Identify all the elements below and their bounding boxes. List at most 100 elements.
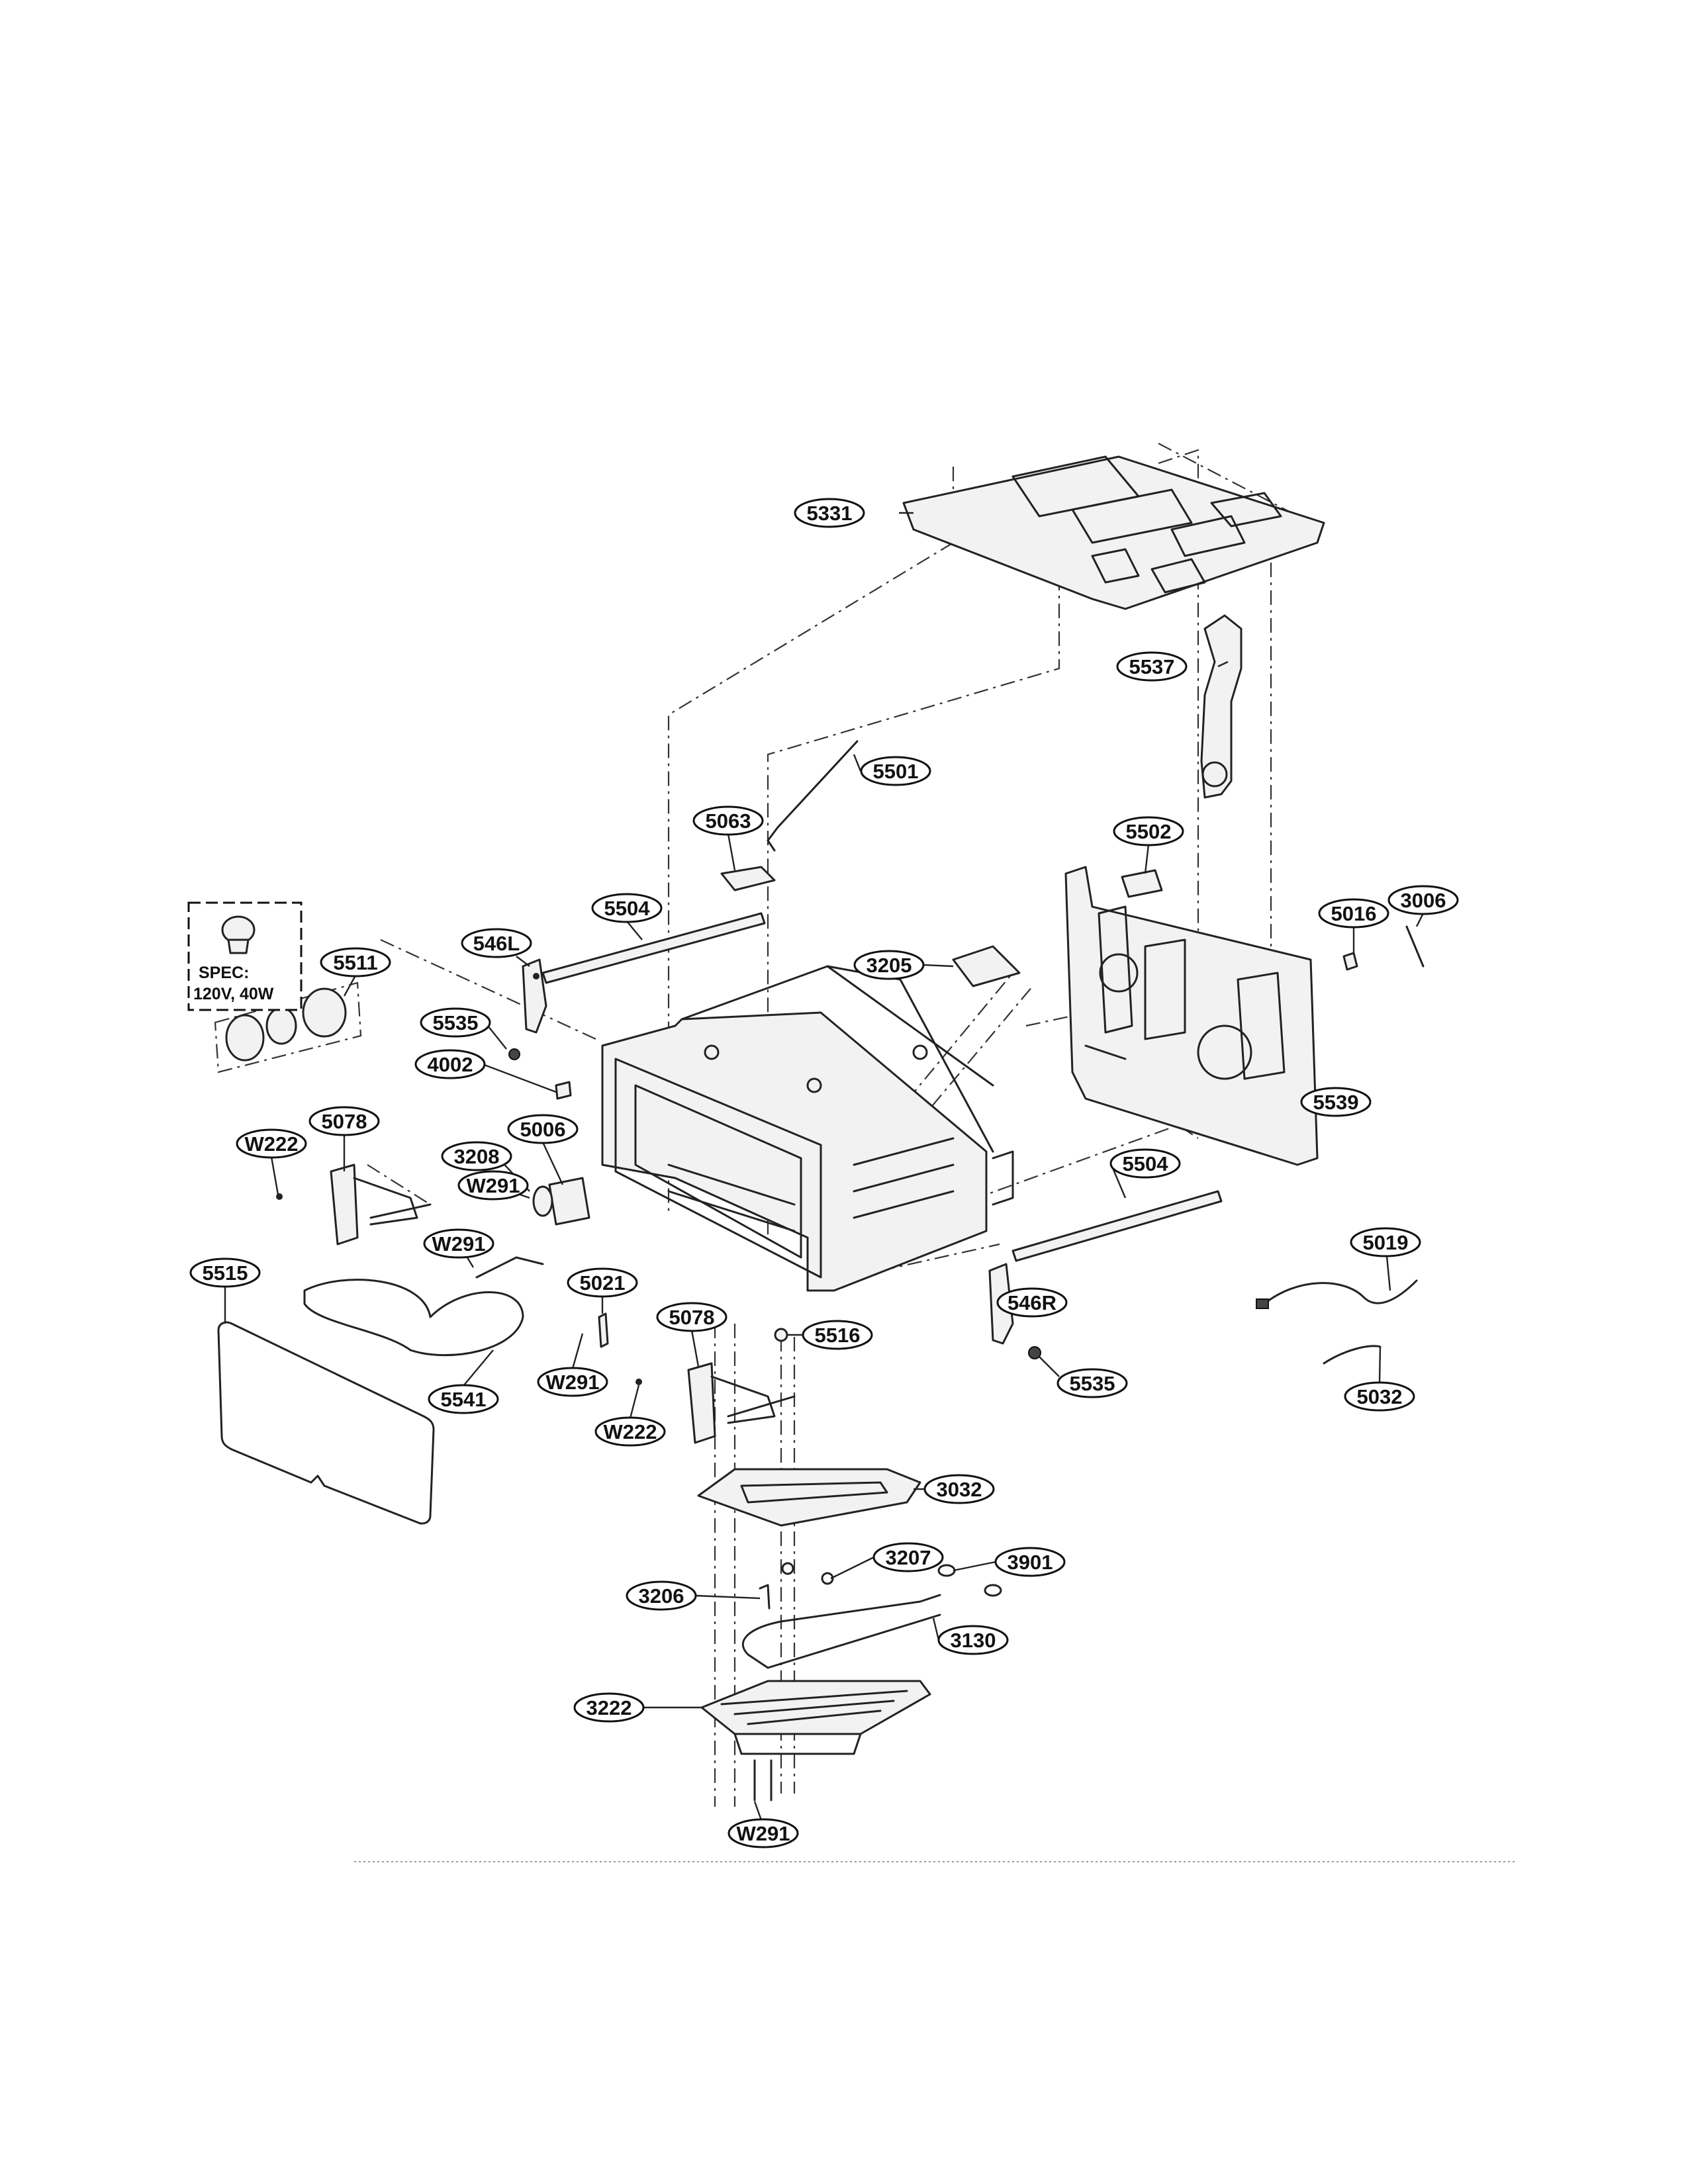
part-5537-bracket [1200,614,1243,799]
callout-5021: 5021 [567,1267,638,1298]
svg-text:W222: W222 [604,1420,657,1443]
callout-5504-upper: 5504 [591,893,663,923]
callout-546L: 546L [461,928,532,958]
part-3222-rack [700,1680,931,1755]
svg-text:3208: 3208 [454,1145,500,1168]
callout-W291-c: W291 [537,1367,608,1397]
svg-text:5331: 5331 [807,502,853,525]
callout-5504-lower: 5504 [1109,1148,1181,1179]
svg-text:3901: 3901 [1008,1551,1053,1574]
part-3006-pin [1405,925,1425,968]
svg-text:W222: W222 [245,1132,299,1156]
svg-text:5502: 5502 [1126,820,1172,843]
part-3130-bake-element [741,1594,941,1669]
svg-text:5016: 5016 [1331,902,1377,925]
part-4002 [555,1081,572,1100]
part-5511-lamp-assembly [214,981,362,1073]
svg-text:5063: 5063 [706,809,751,833]
part-546L-hinge [522,958,547,1034]
part-5032-wire [1323,1345,1382,1365]
svg-text:5504: 5504 [604,897,651,920]
svg-text:5078: 5078 [322,1110,367,1133]
callout-5032: 5032 [1344,1381,1415,1412]
callout-5078-left: 5078 [308,1106,380,1136]
spec-line-1: SPEC: [199,964,249,982]
callout-3130: 3130 [937,1625,1009,1655]
svg-text:5078: 5078 [669,1306,715,1329]
callout-labels: 5331 5537 5501 5063 5502 3006 5504 5016 … [189,498,1459,1848]
part-W222-screw-left [276,1193,283,1200]
svg-text:5504: 5504 [1123,1152,1169,1175]
svg-text:5032: 5032 [1357,1385,1403,1408]
callout-5016: 5016 [1318,898,1389,929]
callout-3032: 3032 [923,1474,995,1504]
svg-text:3032: 3032 [937,1478,982,1501]
part-3032-bake-cover [697,1468,921,1527]
part-5016 [1342,952,1358,971]
part-5535-screw-left [508,1048,520,1060]
svg-text:5537: 5537 [1129,655,1175,678]
svg-text:W291: W291 [737,1822,790,1845]
callout-5063: 5063 [692,805,764,836]
part-W222-screw-right [635,1379,642,1385]
svg-text:4002: 4002 [428,1053,473,1076]
callout-5331: 5331 [794,498,865,528]
svg-text:5535: 5535 [1070,1372,1115,1395]
callout-5006: 5006 [507,1114,579,1144]
part-3208 [532,1185,553,1217]
callout-3207: 3207 [872,1542,944,1572]
part-5515-gasket [217,1321,435,1525]
callout-3208: 3208 [441,1141,512,1171]
callout-5537: 5537 [1116,651,1188,682]
svg-text:5535: 5535 [433,1011,479,1034]
part-5541-broil-element [303,1256,544,1357]
spec-box: SPEC: 120V, 40W [187,901,303,1011]
svg-text:3205: 3205 [867,954,912,977]
spec-line-2: 120V, 40W [193,985,274,1003]
callout-W291-a: W291 [457,1170,529,1201]
callout-5515: 5515 [189,1257,261,1288]
part-5019-harness [1256,1279,1418,1309]
part-5006 [548,1177,590,1226]
callout-5516: 5516 [802,1320,873,1350]
svg-text:5006: 5006 [520,1118,566,1141]
svg-text:3222: 3222 [586,1696,632,1719]
svg-text:5515: 5515 [203,1261,248,1285]
svg-text:3207: 3207 [886,1546,931,1569]
part-5078-hinge-left [330,1163,432,1246]
callout-5078-right: 5078 [656,1302,727,1332]
callout-5511: 5511 [320,947,391,978]
svg-text:W291: W291 [432,1232,486,1255]
part-5021 [598,1312,609,1348]
svg-text:5539: 5539 [1313,1091,1359,1114]
callout-5535-left: 5535 [420,1007,491,1038]
svg-text:546L: 546L [473,932,520,955]
svg-text:3006: 3006 [1401,889,1446,912]
callout-3222: 3222 [573,1692,645,1723]
part-5501-wire [767,740,859,852]
part-5078-hinge-right [687,1362,796,1444]
svg-text:3130: 3130 [951,1629,996,1652]
callout-5535-right: 5535 [1056,1368,1128,1398]
svg-text:546R: 546R [1008,1291,1056,1314]
svg-text:5541: 5541 [441,1388,487,1411]
part-3901 [937,1564,1002,1597]
callout-5541: 5541 [428,1384,499,1414]
svg-text:5511: 5511 [333,951,377,974]
callout-546R: 546R [996,1287,1068,1318]
svg-text:W291: W291 [467,1174,520,1197]
part-W291-bottom-screws [753,1759,773,1801]
callout-5501: 5501 [860,756,931,786]
callout-5019: 5019 [1350,1227,1421,1257]
callout-W222-right: W222 [594,1416,666,1447]
callout-5539: 5539 [1300,1087,1372,1117]
callout-W291-b: W291 [423,1228,494,1259]
part-5535-screw-right [1028,1346,1041,1359]
part-5502-bracket [1121,869,1163,898]
callout-W291-bottom: W291 [727,1818,799,1848]
part-5504-rail-lower [1011,1190,1223,1262]
part-3207 [781,1562,834,1585]
part-5504-rail-upper [541,912,766,984]
callout-3006: 3006 [1387,885,1459,915]
